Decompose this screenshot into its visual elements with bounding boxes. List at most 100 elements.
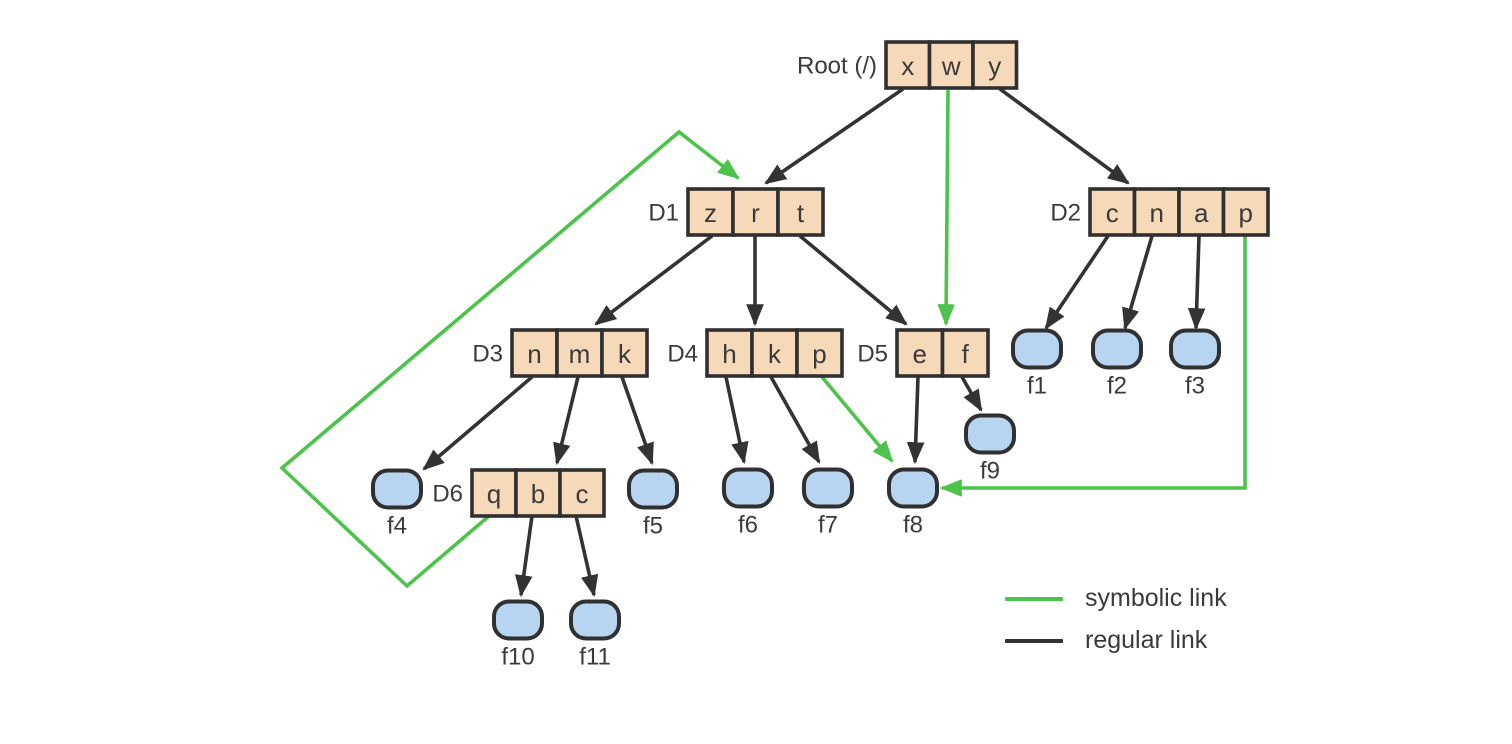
dir-root-cell-y-label: y [988, 51, 1001, 81]
dir-D3-name: D3 [472, 341, 503, 368]
file-f3-label: f3 [1185, 373, 1205, 400]
dir-D1-cell-t-label: t [797, 198, 805, 228]
dir-D3-cell-m [555, 328, 604, 378]
regular-link-D6-b-to-f10 [515, 515, 534, 598]
file-f10-shape [492, 599, 544, 641]
file-node-f2: f2 [1091, 328, 1143, 400]
file-f1-shape [1011, 328, 1063, 370]
file-f5-label: f5 [643, 513, 663, 540]
dir-D4-cell-k [750, 328, 799, 378]
regular-link-root-x-to-D1 [764, 87, 905, 185]
regular-link-D6-c-to-f11 [574, 515, 599, 598]
dir-D5-cell-e [895, 328, 945, 378]
regular-link-D5-e-to-f8 [906, 376, 925, 465]
regular-link-D2-a-to-f3 [1187, 235, 1206, 331]
dir-node-D1: z r t D1 [648, 187, 825, 237]
file-f4-shape [371, 468, 423, 510]
symbolic-link-D4-p-to-f8 [820, 375, 894, 463]
dir-root-name: Root (/) [797, 53, 877, 80]
file-f3-shape [1169, 328, 1221, 370]
dir-D3-cell-k-label: k [618, 339, 632, 369]
dir-D4-cell-p-label: p [812, 339, 826, 369]
dir-D6-cell-c-label: c [576, 479, 589, 509]
dir-D2-cell-n [1132, 187, 1181, 237]
regular-link-D5-f-to-f9 [960, 376, 983, 412]
file-node-f7: f7 [802, 467, 854, 539]
legend-label-symbolic: symbolic link [1085, 584, 1227, 612]
dir-D6-cell-c [558, 468, 606, 518]
regular-link-D3-m-to-D6 [553, 376, 580, 466]
file-f8-shape [887, 467, 939, 509]
regular-link-D1-t-to-D5 [798, 234, 908, 326]
file-node-f5: f5 [627, 468, 679, 540]
dir-D6-cell-b-label: b [531, 479, 545, 509]
symbolic-link-swatch [1005, 596, 1063, 601]
dir-D3-cell-n-label: n [527, 339, 541, 369]
dir-D1-cell-r [731, 187, 780, 237]
dir-D6-name: D6 [432, 481, 463, 508]
dir-D4-cell-k-label: k [768, 339, 782, 369]
dir-D2-cell-p [1221, 187, 1270, 237]
file-f9-shape [964, 413, 1016, 455]
dir-root-cell-y [971, 40, 1019, 90]
file-f10-label: f10 [501, 644, 534, 671]
dir-D6-cell-q [470, 468, 518, 518]
dir-D5-cell-f [940, 328, 990, 378]
dir-D1-cell-z-label: z [704, 198, 717, 228]
dir-D2-cell-n-label: n [1150, 198, 1164, 228]
dir-D4-name: D4 [667, 341, 698, 368]
dir-D1-name: D1 [648, 200, 679, 227]
file-f7-label: f7 [818, 512, 838, 539]
legend-label-regular: regular link [1085, 626, 1208, 654]
dir-D4-cell-h [705, 328, 754, 378]
dir-root-cell-w-label: w [941, 51, 961, 81]
symbolic-link-root-w-to-D5 [937, 89, 955, 327]
dir-root-cell-w [927, 40, 975, 90]
regular-link-D1-z-to-D3 [594, 234, 714, 326]
dir-root-cell-x-label: x [901, 51, 914, 81]
dir-D3-cell-m-label: m [569, 339, 591, 369]
regular-link-root-y-to-D2 [998, 87, 1130, 185]
dir-D5-name: D5 [857, 341, 888, 368]
regular-link-D4-h-to-f6 [724, 376, 749, 465]
regular-link-D4-k-to-f7 [769, 376, 821, 464]
dir-D3-cell-n [510, 328, 559, 378]
legend-row-symbolic: symbolic link [1005, 584, 1227, 613]
file-f1-label: f1 [1027, 373, 1047, 400]
dir-D5-cell-f-label: f [962, 339, 970, 369]
dir-D3-cell-k [600, 328, 649, 378]
dir-D4-cell-h-label: h [722, 339, 736, 369]
symbolic-link-D2-p-to-f8 [939, 236, 1247, 497]
dir-D2-cell-p-label: p [1239, 198, 1253, 228]
dir-D1-cell-r-label: r [751, 198, 760, 228]
dir-node-D5: e f D5 [857, 328, 990, 378]
file-f9-label: f9 [980, 458, 1000, 485]
dir-D5-cell-e-label: e [913, 339, 927, 369]
dir-D1-cell-t [776, 187, 825, 237]
file-node-f6: f6 [722, 467, 774, 539]
dir-D2-cell-a-label: a [1194, 198, 1209, 228]
regular-link-D2-c-to-f1 [1044, 234, 1110, 330]
dir-D4-cell-p [795, 328, 844, 378]
file-f4-label: f4 [387, 513, 407, 540]
file-node-f1: f1 [1011, 328, 1063, 400]
dir-D6-cell-q-label: q [487, 479, 501, 509]
file-f5-shape [627, 468, 679, 510]
file-node-f3: f3 [1169, 328, 1221, 400]
dir-root-cell-x [884, 40, 932, 90]
file-node-f10: f10 [492, 599, 544, 671]
file-f11-label: f11 [579, 644, 611, 671]
regular-link-D3-k-to-f5 [620, 376, 654, 466]
legend-row-regular: regular link [1005, 626, 1227, 655]
file-f8-label: f8 [903, 512, 923, 539]
file-f2-shape [1091, 328, 1143, 370]
file-f6-label: f6 [738, 512, 758, 539]
file-node-f11: f11 [569, 599, 621, 671]
file-node-f4: f4 [371, 468, 423, 540]
